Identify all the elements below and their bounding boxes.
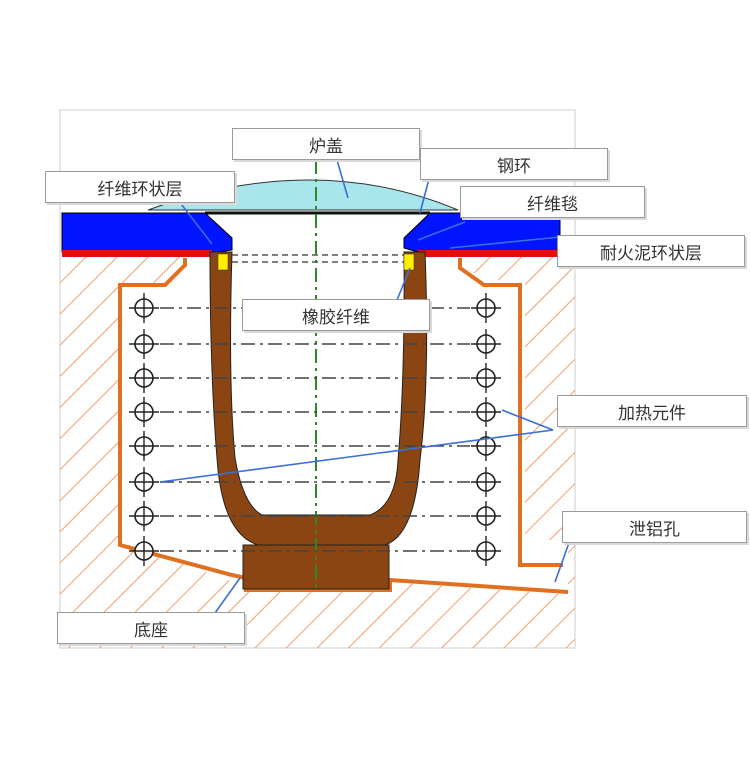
label-drain-hole: 泄铝孔 [562,511,747,543]
leader-lines [159,159,571,614]
leader-rubber-fiber [394,267,411,306]
furnace-body-right [415,255,575,595]
leader-fiber-ring-layer [177,199,213,245]
label-steel-ring: 钢环 [420,148,608,180]
red-layer-left [62,250,212,257]
leader-steel-ring [419,174,431,214]
chamber-outline-right [458,258,563,567]
leader-furnace-lid [336,159,349,199]
leader-drain-hole [554,539,571,583]
leader-fiber-blanket [417,221,466,241]
rubber-fiber-left [217,253,229,271]
label-fiber-blanket: 纤维毯 [460,186,645,218]
leader-refractory-ring-layer [449,236,561,249]
red-layer-right [418,250,560,257]
heating-elements [129,293,501,566]
label-heating-element: 加热元件 [557,395,747,427]
label-rubber-fiber: 橡胶纤维 [242,299,430,331]
label-base: 底座 [57,612,245,644]
blue-layer [61,212,233,253]
label-fiber-ring-layer: 纤维环状层 [45,171,235,203]
blue-layer-right [403,212,561,253]
label-refractory-ring-layer: 耐火泥环状层 [557,235,745,267]
leader-heating-element-left [159,429,554,483]
chamber-outline [118,258,247,580]
furnace-body [60,255,575,648]
leader-base [214,577,241,614]
label-furnace-lid: 炉盖 [232,128,420,160]
leader-heating-element-right [501,409,554,431]
rubber-fiber-right [403,253,415,271]
